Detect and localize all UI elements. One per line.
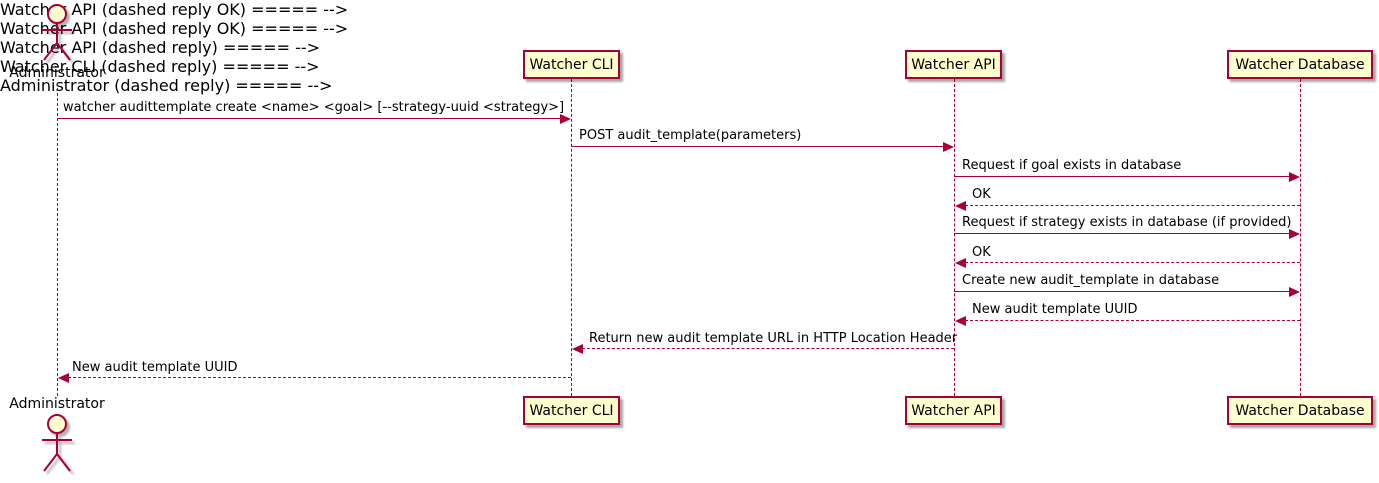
arrowhead-icon — [58, 373, 69, 383]
actor-icon — [42, 414, 72, 472]
participant-label: Watcher Database — [1235, 56, 1365, 73]
lifeline-watcher-api — [954, 79, 955, 396]
message-label: New audit template UUID — [972, 302, 1138, 317]
lifeline-watcher-database — [1300, 79, 1301, 396]
arrowhead-icon — [955, 316, 966, 326]
arrowhead-icon — [943, 142, 954, 152]
message-line — [57, 118, 561, 119]
message-line — [954, 233, 1290, 234]
lifeline-administrator — [57, 83, 58, 396]
actor-label: Administrator — [9, 396, 105, 412]
arrowhead-icon — [572, 344, 583, 354]
message-line — [965, 262, 1300, 263]
message-line — [68, 377, 571, 378]
participant-box-watcher-cli-top: Watcher CLI — [523, 50, 620, 79]
message-label: Request if strategy exists in database (… — [962, 215, 1292, 230]
arrowhead-icon — [560, 114, 571, 124]
actor-icon — [42, 4, 72, 61]
message-label: POST audit_template(parameters) — [579, 128, 802, 143]
participant-box-watcher-api-bottom: Watcher API — [905, 396, 1002, 425]
participant-label: Watcher API — [911, 402, 996, 419]
message-line — [571, 146, 944, 147]
arrowhead-icon — [955, 258, 966, 268]
message-line — [965, 205, 1300, 206]
arrowhead-icon — [1289, 229, 1300, 239]
arrowhead-icon — [955, 201, 966, 211]
participant-box-watcher-cli-bottom: Watcher CLI — [523, 396, 620, 425]
lifeline-watcher-cli — [571, 79, 572, 396]
participant-label: Watcher CLI — [529, 56, 614, 73]
participant-label: Watcher Database — [1235, 402, 1365, 419]
message-label: Create new audit_template in database — [962, 273, 1220, 288]
message-label: OK — [972, 245, 991, 260]
arrowhead-icon — [1289, 287, 1300, 297]
message-label: watcher audittemplate create <name> <goa… — [63, 100, 565, 115]
participant-box-watcher-database-bottom: Watcher Database — [1227, 396, 1373, 425]
message-label: New audit template UUID — [72, 360, 238, 375]
participant-box-watcher-database-top: Watcher Database — [1227, 50, 1373, 79]
actor-label: Administrator — [9, 65, 105, 81]
actor-administrator-top: Administrator — [9, 3, 105, 81]
message-label: Return new audit template URL in HTTP Lo… — [589, 331, 958, 346]
actor-administrator-bottom: Administrator — [9, 396, 105, 476]
participant-box-watcher-api-top: Watcher API — [905, 50, 1002, 79]
participant-label: Watcher API — [911, 56, 996, 73]
message-line — [954, 291, 1290, 292]
message-line — [954, 176, 1290, 177]
message-line — [582, 348, 954, 349]
participant-label: Watcher CLI — [529, 402, 614, 419]
message-line — [965, 320, 1300, 321]
message-label: OK — [972, 187, 991, 202]
arrowhead-icon — [1289, 172, 1300, 182]
message-label: Request if goal exists in database — [962, 158, 1182, 173]
